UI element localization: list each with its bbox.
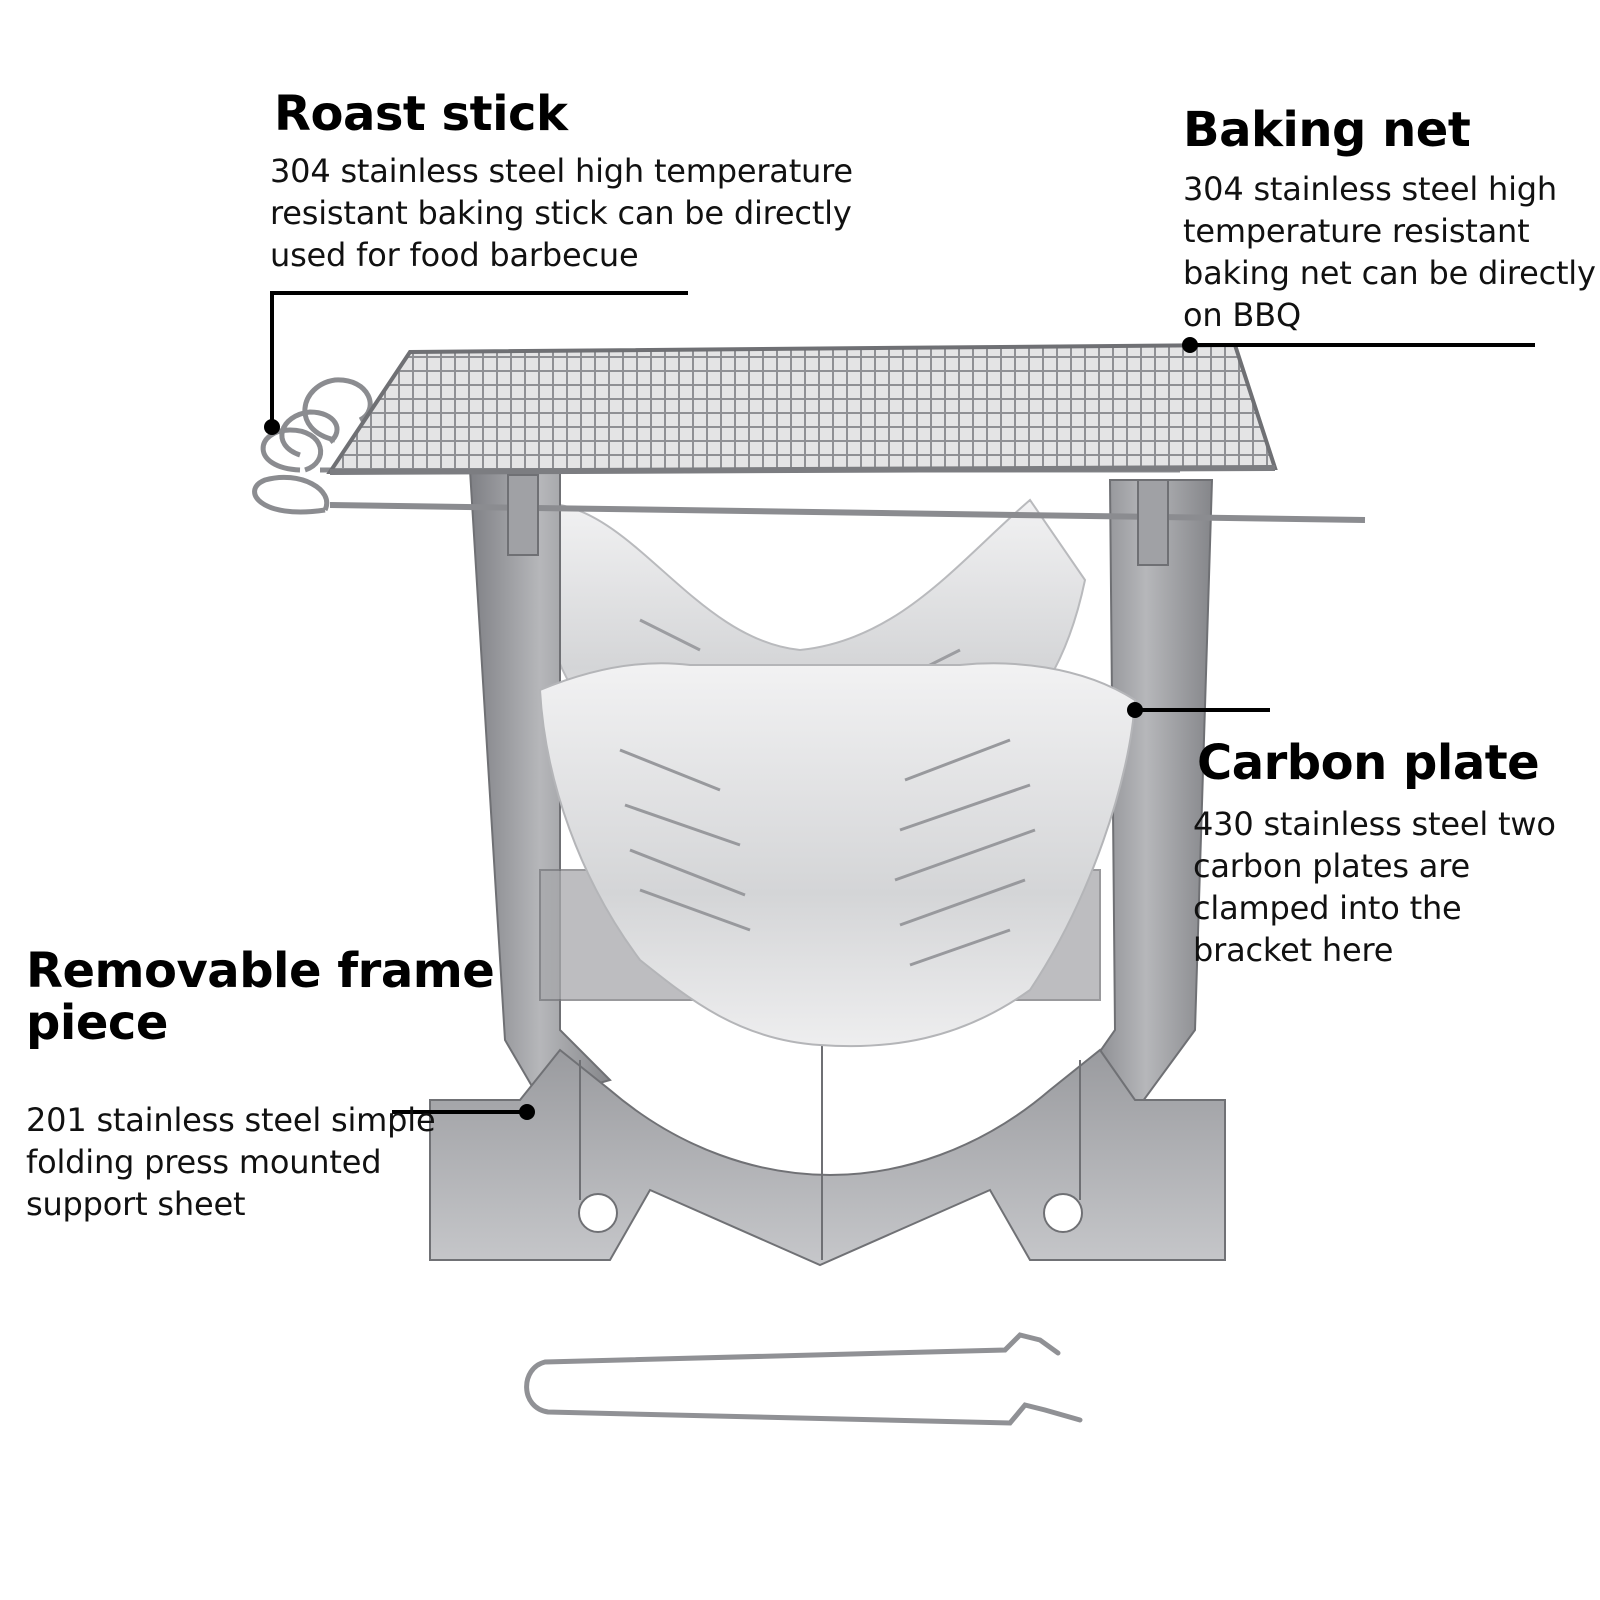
frame-tabs xyxy=(507,474,1169,566)
baking-net-description: 304 stainless steel high temperature res… xyxy=(1183,170,1596,334)
tongs xyxy=(524,1332,1083,1426)
baking-net-title: Baking net xyxy=(1183,102,1471,158)
roast-stick-title: Roast stick xyxy=(274,86,568,142)
carbon-plate-title: Carbon plate xyxy=(1197,735,1540,791)
roast-stick-callout: Roast stick 304 stainless steel high tem… xyxy=(270,86,853,276)
baking-net xyxy=(326,342,1278,475)
carbon-plate-callout: Carbon plate 430 stainless steel two car… xyxy=(1193,735,1556,971)
leader-lines xyxy=(270,291,1535,1114)
roast-stick-description: 304 stainless steel high temperature res… xyxy=(270,152,853,274)
removable-frame-callout: Removable frame piece 201 stainless stee… xyxy=(26,943,495,1225)
carbon-plate-description: 430 stainless steel two carbon plates ar… xyxy=(1193,805,1556,969)
removable-frame-description: 201 stainless steel simple folding press… xyxy=(26,1101,436,1223)
removable-frame-title: Removable frame piece xyxy=(26,943,495,1051)
carbon-plate-front xyxy=(538,662,1137,1048)
baking-net-callout: Baking net 304 stainless steel high temp… xyxy=(1183,104,1596,336)
leader-dots xyxy=(264,337,1198,1120)
